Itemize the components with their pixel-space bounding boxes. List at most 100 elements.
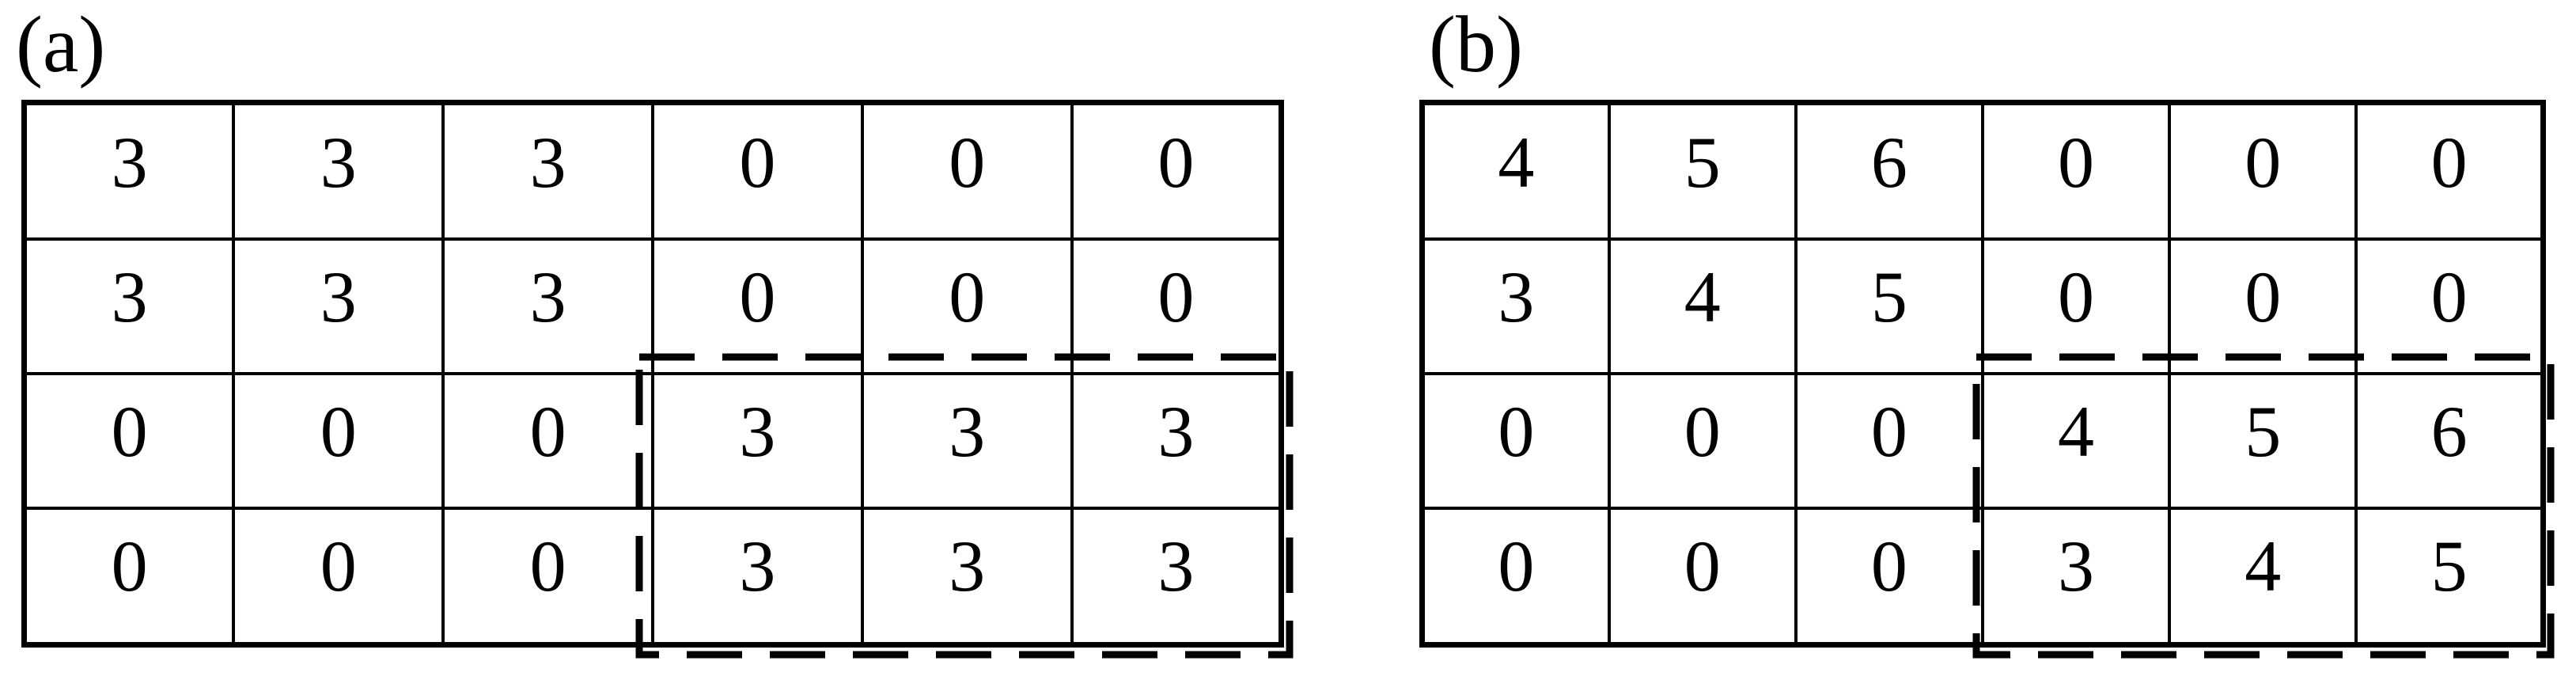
grid-cell-value: 3: [739, 526, 776, 607]
grid-cell: 0: [860, 101, 1074, 241]
grid-row: 0 0 0 3 3 3: [22, 506, 1283, 647]
grid-cell: 0: [2168, 237, 2358, 375]
grid-cell-value: 6: [2430, 390, 2468, 472]
grid-cell-value: 3: [1157, 526, 1195, 607]
grid-cell: 5: [2168, 371, 2358, 510]
grid-cell-value: 3: [739, 390, 776, 472]
grid-cell-value: 3: [1157, 390, 1195, 472]
grid-cell-value: 3: [320, 121, 357, 203]
grid-cell: 0: [2354, 101, 2545, 241]
grid-cell-value: 0: [2058, 256, 2095, 338]
grid-row: 0 0 0 3 3 3: [22, 371, 1283, 510]
panel-a-grid: 3 3 3 0 0 0 3 3 3 0 0 0 0 0 0 3 3 3 0 0 0 3 3 3: [21, 100, 1284, 648]
grid-cell-value: 3: [949, 390, 986, 472]
grid-cell: 0: [1980, 237, 2172, 375]
grid-cell-value: 0: [739, 121, 776, 203]
grid-cell-value: 0: [2245, 256, 2282, 338]
grid-cell-value: 4: [2058, 390, 2095, 472]
grid-cell: 4: [1607, 237, 1798, 375]
grid-cell-value: 0: [1870, 390, 1907, 472]
grid-cell: 0: [1607, 371, 1798, 510]
grid-cell: 3: [1070, 371, 1283, 510]
grid-cell-value: 0: [111, 526, 148, 607]
grid-cell: 0: [441, 371, 654, 510]
grid-cell: 0: [1070, 101, 1283, 241]
grid-cell-value: 6: [1870, 121, 1907, 203]
grid-cell: 0: [650, 237, 864, 375]
panel-b-label: (b): [1429, 0, 1523, 89]
grid-cell: 0: [2168, 101, 2358, 241]
grid-cell: 0: [1607, 506, 1798, 647]
grid-cell-value: 0: [320, 390, 357, 472]
grid-cell: 3: [1070, 506, 1283, 647]
grid-cell-value: 4: [2245, 526, 2282, 607]
grid-cell: 3: [860, 371, 1074, 510]
grid-cell-value: 4: [1684, 256, 1721, 338]
grid-cell-value: 0: [2430, 121, 2468, 203]
grid-cell: 3: [22, 237, 236, 375]
grid-cell-value: 3: [1498, 256, 1535, 338]
grid-cell-value: 0: [2058, 121, 2095, 203]
grid-cell: 3: [232, 237, 445, 375]
grid-cell: 3: [22, 101, 236, 241]
grid-cell-value: 3: [111, 256, 148, 338]
grid-cell-value: 3: [111, 121, 148, 203]
grid-cell: 6: [1794, 101, 1984, 241]
grid-cell-value: 5: [1870, 256, 1907, 338]
grid-cell-value: 0: [529, 390, 566, 472]
grid-cell: 3: [860, 506, 1074, 647]
grid-cell: 0: [650, 101, 864, 241]
grid-cell-value: 0: [739, 256, 776, 338]
grid-cell-value: 0: [529, 526, 566, 607]
grid-row: 3 4 5 0 0 0: [1420, 237, 2545, 375]
grid-cell: 0: [22, 371, 236, 510]
grid-cell: 5: [1794, 237, 1984, 375]
grid-cell: 0: [1420, 371, 1611, 510]
grid-cell-value: 3: [529, 121, 566, 203]
grid-cell: 0: [2354, 237, 2545, 375]
grid-cell-value: 3: [529, 256, 566, 338]
grid-cell-value: 0: [1498, 526, 1535, 607]
grid-cell: 0: [1794, 371, 1984, 510]
grid-cell-value: 5: [2430, 526, 2468, 607]
grid-cell-value: 0: [1157, 121, 1195, 203]
grid-cell: 0: [1070, 237, 1283, 375]
grid-cell-value: 0: [1870, 526, 1907, 607]
grid-cell: 0: [1980, 101, 2172, 241]
grid-cell: 3: [441, 237, 654, 375]
grid-cell-value: 5: [1684, 121, 1721, 203]
grid-row: 3 3 3 0 0 0: [22, 101, 1283, 241]
grid-cell-value: 0: [111, 390, 148, 472]
grid-cell-value: 0: [1157, 256, 1195, 338]
grid-cell: 0: [232, 506, 445, 647]
grid-cell: 3: [1420, 237, 1611, 375]
panel-a-label: (a): [16, 0, 106, 89]
grid-cell: 0: [441, 506, 654, 647]
grid-cell-value: 4: [1498, 121, 1535, 203]
grid-cell-value: 5: [2245, 390, 2282, 472]
grid-cell-value: 0: [1684, 390, 1721, 472]
grid-cell: 5: [2354, 506, 2545, 647]
grid-cell-value: 3: [949, 526, 986, 607]
grid-cell-value: 0: [320, 526, 357, 607]
grid-cell: 5: [1607, 101, 1798, 241]
grid-cell-value: 0: [2430, 256, 2468, 338]
grid-cell-value: 0: [949, 256, 986, 338]
grid-cell-value: 0: [2245, 121, 2282, 203]
grid-cell-value: 3: [2058, 526, 2095, 607]
grid-cell: 3: [232, 101, 445, 241]
grid-cell: 3: [441, 101, 654, 241]
grid-cell: 4: [1420, 101, 1611, 241]
grid-cell-value: 3: [320, 256, 357, 338]
grid-cell: 3: [650, 506, 864, 647]
grid-cell: 0: [232, 371, 445, 510]
grid-cell: 4: [2168, 506, 2358, 647]
grid-cell: 0: [860, 237, 1074, 375]
grid-cell: 6: [2354, 371, 2545, 510]
grid-row: 4 5 6 0 0 0: [1420, 101, 2545, 241]
grid-cell: 0: [1794, 506, 1984, 647]
grid-cell-value: 0: [949, 121, 986, 203]
